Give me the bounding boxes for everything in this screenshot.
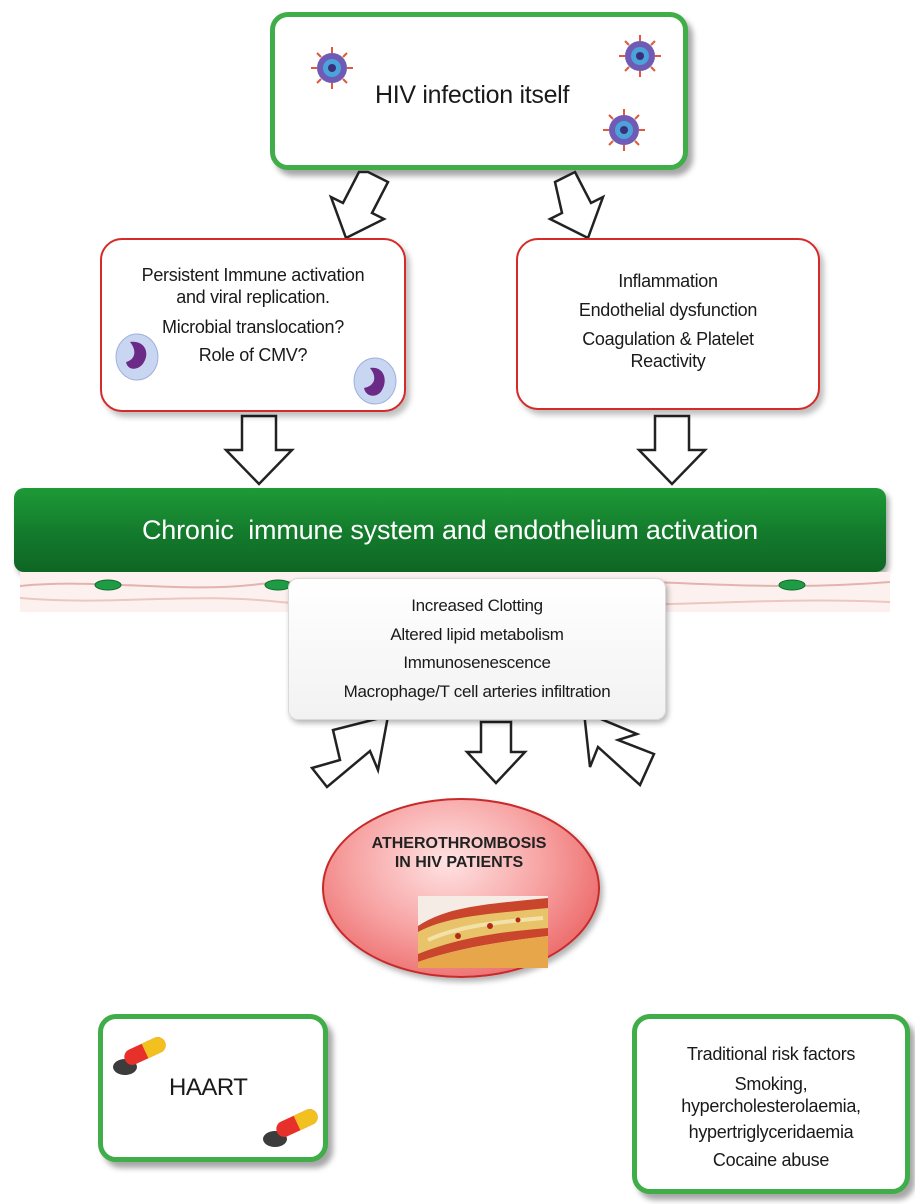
risk-line-4: hypertriglyceridaemia bbox=[688, 1122, 854, 1142]
haart-box: HAART bbox=[98, 1014, 328, 1162]
arrow-right-down bbox=[636, 414, 708, 486]
hiv-infection-label: HIV infection itself bbox=[375, 81, 570, 109]
mechanism-1: Increased Clotting bbox=[411, 596, 543, 616]
atherothrombosis-title: ATHEROTHROMBOSIS IN HIV PATIENTS bbox=[322, 834, 596, 872]
risk-line-1: Traditional risk factors bbox=[686, 1044, 856, 1064]
hiv-infection-box: HIV infection itself bbox=[270, 12, 688, 170]
haart-label: HAART bbox=[169, 1074, 248, 1101]
inflammation-line-4: Reactivity bbox=[630, 351, 706, 371]
risk-line-3: hypercholesterolaemia, bbox=[681, 1096, 861, 1116]
risk-line-5: Cocaine abuse bbox=[712, 1150, 830, 1170]
inflammation-line-3: Coagulation & Platelet bbox=[582, 329, 754, 349]
mechanisms-box: Increased Clotting Altered lipid metabol… bbox=[288, 578, 666, 720]
arrow-top-right bbox=[547, 170, 606, 240]
mechanism-3: Immunosenescence bbox=[403, 653, 551, 673]
chronic-activation-banner: Chronic immune system and endothelium ac… bbox=[14, 488, 886, 572]
mechanism-2: Altered lipid metabolism bbox=[390, 624, 564, 644]
immune-line-2: and viral replication. bbox=[176, 287, 330, 307]
artery-plaque-icon bbox=[418, 896, 548, 968]
capsule-icon bbox=[263, 1109, 318, 1147]
endothelial-cell bbox=[94, 579, 122, 591]
immune-cell-icon bbox=[115, 333, 159, 381]
arrow-risk-up bbox=[582, 710, 656, 788]
virus-icon bbox=[619, 35, 661, 77]
banner-label: Chronic immune system and endothelium ac… bbox=[142, 514, 758, 545]
arrow-left-down bbox=[223, 414, 295, 486]
virus-icon bbox=[311, 47, 353, 89]
immune-line-4: Role of CMV? bbox=[198, 345, 308, 365]
immune-cell-icon bbox=[353, 357, 397, 405]
arrow-top-left bbox=[328, 170, 390, 240]
inflammation-box: Inflammation Endothelial dysfunction Coa… bbox=[516, 238, 820, 410]
immune-activation-box: Persistent Immune activation and viral r… bbox=[100, 238, 406, 412]
mechanism-4: Macrophage/T cell arteries infiltration bbox=[343, 681, 611, 701]
immune-line-3: Microbial translocation? bbox=[162, 317, 344, 337]
arrow-center-down bbox=[464, 720, 528, 785]
capsule-icon bbox=[113, 1037, 166, 1075]
virus-icon bbox=[603, 109, 645, 151]
risk-factors-box: Traditional risk factors Smoking, hyperc… bbox=[632, 1014, 910, 1194]
inflammation-line-1: Inflammation bbox=[618, 271, 718, 291]
outcome-line-1: ATHEROTHROMBOSIS bbox=[371, 835, 547, 852]
outcome-line-2: IN HIV PATIENTS bbox=[394, 854, 524, 871]
endothelial-cell bbox=[778, 579, 806, 591]
risk-line-2: Smoking, bbox=[734, 1074, 808, 1094]
immune-line-1: Persistent Immune activation bbox=[141, 265, 365, 285]
inflammation-line-2: Endothelial dysfunction bbox=[578, 300, 758, 320]
arrow-haart-up bbox=[309, 714, 390, 789]
